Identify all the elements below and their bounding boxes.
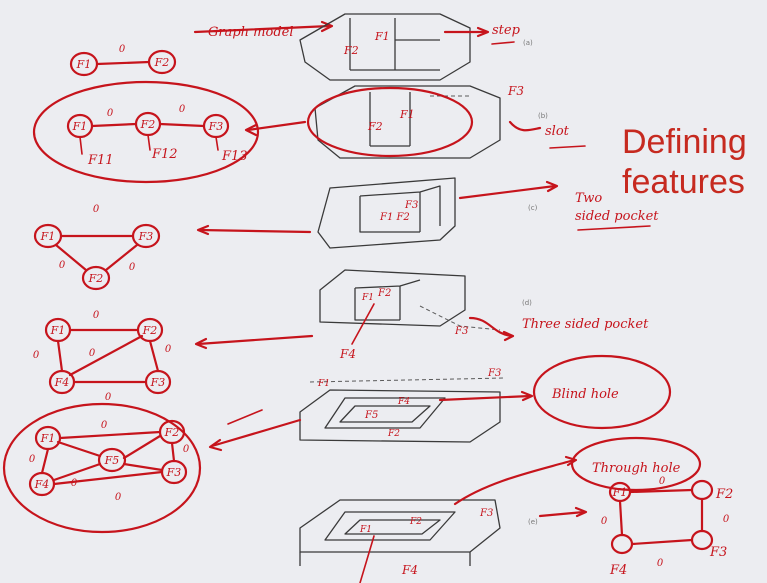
thp-node-f1-text: F1: [50, 324, 66, 337]
th-f1-label: F1: [359, 525, 372, 535]
slot-edge-2: 0: [179, 104, 186, 115]
bh-f5-label: F5: [364, 410, 378, 421]
step-fig-label: (a): [523, 39, 533, 47]
th-f3-label: F3: [479, 508, 493, 519]
th-edge-3: 0: [723, 514, 730, 525]
step-f1-label: F1: [374, 30, 390, 43]
tsp-node-f1-text: F1: [40, 230, 56, 243]
step-f2-label: F2: [343, 44, 359, 57]
bh-f1-label: F1: [317, 379, 330, 389]
th-f4-label: F4: [401, 563, 418, 577]
bh-node-f4-text: F4: [34, 478, 50, 491]
thp-fig-label: (d): [522, 299, 532, 307]
tsp-f1f2-label: F1 F2: [379, 212, 410, 223]
tsp-edge-2: 0: [59, 260, 66, 271]
bh-edge-4: 0: [71, 478, 78, 489]
row-slot: F2 F1 F3 (b) slot F1 F2 F3 0 0 F11 F12 F…: [34, 82, 585, 182]
step-edge: [97, 62, 149, 64]
tsp-node-f2-text: F2: [88, 272, 104, 285]
slot-f1-label: F1: [399, 108, 415, 121]
bh-f2-label: F2: [387, 429, 400, 439]
th-edge-2: 0: [601, 516, 608, 527]
tsp-label-1: Two: [575, 191, 602, 206]
thp-label: Three sided pocket: [522, 317, 649, 332]
th-edge-4: 0: [657, 558, 664, 569]
th-f2-label: F2: [409, 517, 422, 527]
thp-edge-3: 0: [89, 348, 96, 359]
thp-edge-2: 0: [33, 350, 40, 361]
th-node-f2: [692, 481, 712, 499]
thp-f3-label: F3: [454, 326, 468, 337]
slot-node-f3-text: F3: [208, 120, 224, 133]
bh-node-f2-text: F2: [164, 426, 180, 439]
bh-node-f3-text: F3: [166, 466, 182, 479]
row-two-sided-pocket: F3 F1 F2 (c) Two sided pocket F1 F3 F2 0…: [35, 178, 659, 289]
th-node-f4-text: F4: [609, 563, 627, 578]
bh-f3-label: F3: [487, 368, 501, 379]
thp-f1-label: F1: [361, 293, 374, 303]
th-node-f4: [612, 535, 632, 553]
th-fig-label: (e): [528, 518, 538, 526]
th-edge-1: 0: [659, 476, 666, 487]
thp-node-f3-text: F3: [150, 376, 166, 389]
tsp-node-f3-text: F3: [138, 230, 154, 243]
bh-node-f5-text: F5: [104, 454, 120, 467]
slot-subnode-3: F13: [221, 149, 248, 164]
slot-node-f2-text: F2: [140, 118, 156, 131]
step-edge-label: 0: [119, 44, 126, 55]
th-node-f1-text: F1: [612, 486, 628, 499]
thp-f2-label: F2: [377, 288, 391, 299]
row-through-hole: F1 F2 F3 F4 (e) Through hole F1 F2 F3 F4…: [300, 438, 733, 583]
th-node-f3-text: F3: [709, 545, 727, 560]
title-line-1: Defining: [622, 123, 747, 161]
slot-f3-label: F3: [507, 84, 524, 98]
thp-f4-label: F4: [339, 347, 356, 361]
thp-node-f2-text: F2: [142, 324, 158, 337]
bh-edge-1: 0: [101, 420, 108, 431]
slot-label: slot: [545, 124, 570, 139]
bh-node-f1-text: F1: [40, 432, 56, 445]
bh-f4-label: F4: [397, 397, 410, 407]
slot-subnode-2: F12: [151, 147, 178, 162]
th-label: Through hole: [592, 461, 681, 476]
tsp-edge-1: 0: [93, 204, 100, 215]
thp-edge-1: 0: [93, 310, 100, 321]
bh-edge-5: 0: [115, 492, 122, 503]
bh-edge-3: 0: [183, 444, 190, 455]
slot-node-f1-text: F1: [72, 120, 88, 133]
slot-edge-1: 0: [107, 108, 114, 119]
slot-graph-ring: [34, 82, 258, 182]
slot-fig-label: (b): [538, 112, 548, 120]
bh-label: Blind hole: [551, 387, 619, 402]
bh-edge-2: 0: [29, 454, 36, 465]
tsp-label-2: sided pocket: [575, 209, 659, 224]
th-node-f2-text: F2: [715, 487, 733, 502]
tsp-f3-label: F3: [404, 200, 418, 211]
slot-subnode-1: F11: [87, 153, 114, 168]
th-node-f3: [692, 531, 712, 549]
row-step: Graph model F2 F1 (a) step F1 F2 0: [71, 14, 533, 80]
step-label: step: [492, 23, 521, 38]
thp-edge-5: 0: [105, 392, 112, 403]
thp-edge-4: 0: [165, 344, 172, 355]
row-three-sided-pocket: F1 F2 F3 F4 (d) Three sided pocket F1 F2…: [33, 270, 649, 403]
step-node-f2-text: F2: [154, 56, 170, 69]
step-node-f1-text: F1: [76, 58, 92, 71]
slot-f2-label: F2: [367, 120, 383, 133]
title-line-2: features: [622, 163, 745, 201]
tsp-edge-3: 0: [129, 262, 136, 273]
tsp-fig-label: (c): [528, 204, 538, 212]
thp-node-f4-text: F4: [54, 376, 70, 389]
